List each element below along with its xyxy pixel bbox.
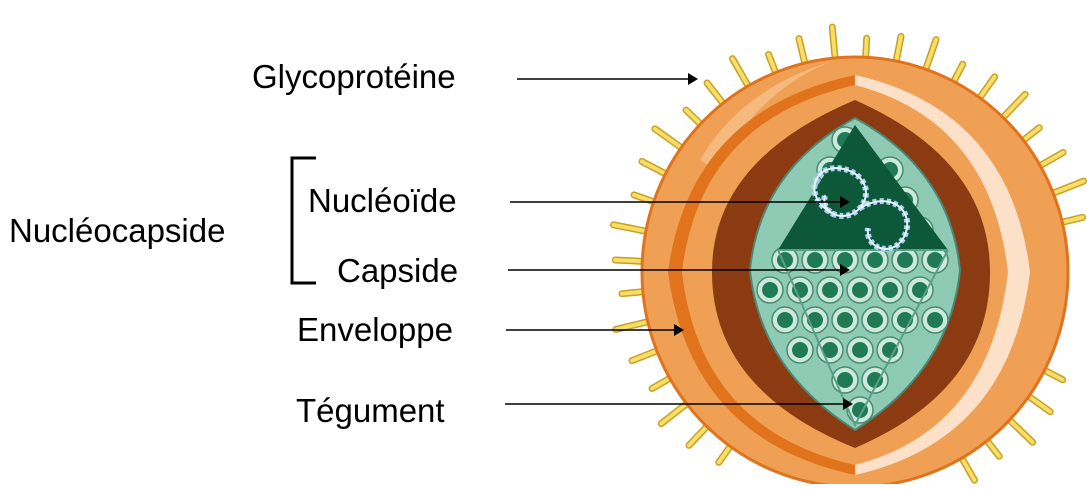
arrowhead-glycoproteine xyxy=(688,73,698,85)
capsomer-core xyxy=(807,252,823,268)
capsomer-core xyxy=(852,282,868,298)
capsomer-core xyxy=(882,282,898,298)
label-glycoproteine: Glycoprotéine xyxy=(252,60,456,93)
label-nucleoide: Nucléoïde xyxy=(308,184,457,217)
label-tegument: Tégument xyxy=(296,394,445,427)
capsomer-core xyxy=(777,312,793,328)
label-enveloppe: Enveloppe xyxy=(297,313,453,346)
capsomer-core xyxy=(867,312,883,328)
capsomer-core xyxy=(867,252,883,268)
capsomer-core xyxy=(927,312,943,328)
capsomer-core xyxy=(852,342,868,358)
capsomer-core xyxy=(792,282,808,298)
capsomer-core xyxy=(822,282,838,298)
label-nucleocapside: Nucléocapside xyxy=(9,214,225,247)
capsomer-core xyxy=(792,342,808,358)
capsomer-core xyxy=(837,312,853,328)
capsomer-core xyxy=(837,372,853,388)
label-capside: Capside xyxy=(337,254,458,287)
capsomer-core xyxy=(897,252,913,268)
capsomer-core xyxy=(912,282,928,298)
capsomer-core xyxy=(762,282,778,298)
nucleocapside-bracket xyxy=(292,158,316,283)
capsomer-core xyxy=(837,252,853,268)
